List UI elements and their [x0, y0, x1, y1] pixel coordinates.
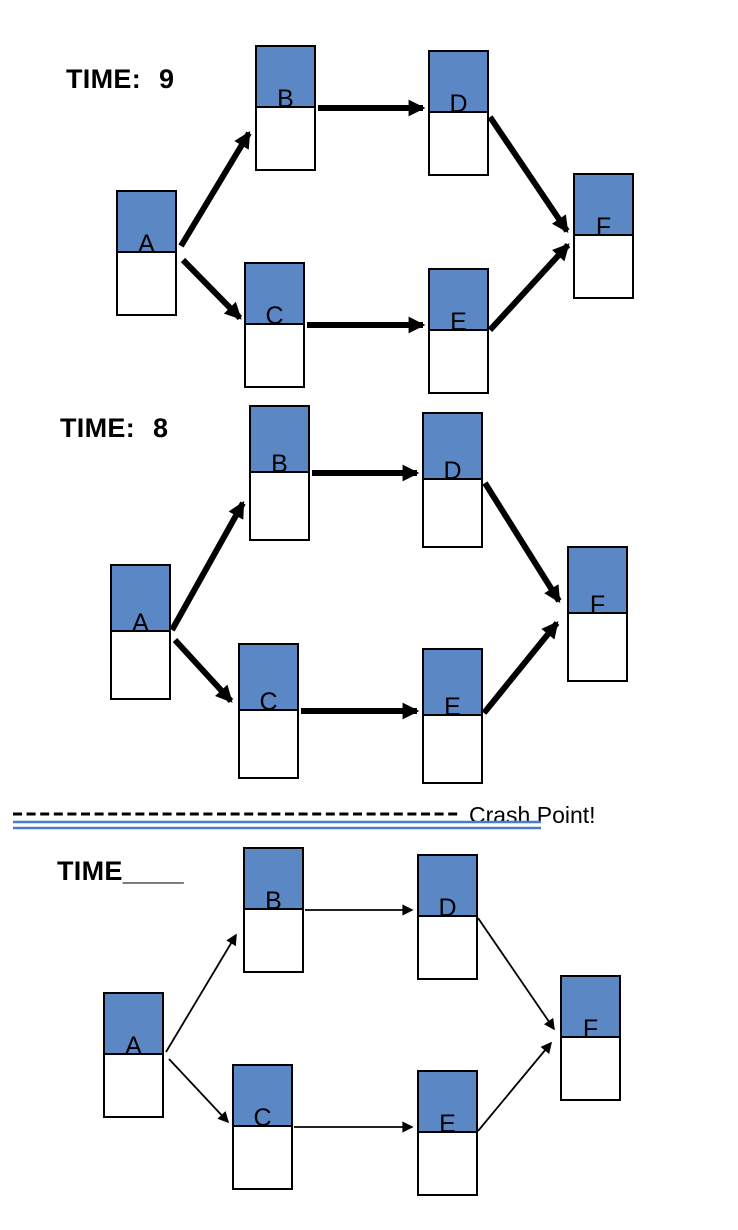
node-a-time9-label: A [138, 230, 155, 258]
node-c-time9-top-cell [246, 264, 303, 325]
node-b-time9-label: B [277, 85, 294, 113]
node-d-blank-top-cell [419, 856, 476, 917]
node-a-time9-top-cell [118, 192, 175, 253]
node-b-time8: B [249, 405, 310, 541]
node-a-time9: A [116, 190, 177, 316]
node-d-time9-top-cell [430, 52, 487, 113]
node-e-time9-label: E [450, 308, 467, 336]
node-a-blank: A [103, 992, 164, 1118]
node-f-time8: F [567, 546, 628, 682]
title-label: TIME [57, 856, 123, 886]
node-b-time8-top-cell [251, 407, 308, 473]
title-blank-line: ____ [122, 856, 184, 886]
node-d-blank: D [417, 854, 478, 980]
node-a-time8: A [110, 564, 171, 700]
diagram-title-time-9: TIME: 9 [66, 66, 174, 93]
node-b-time9: B [255, 45, 316, 171]
node-b-blank-top-cell [245, 849, 302, 910]
title-label: TIME: [66, 64, 141, 94]
node-e-time8: E [422, 648, 483, 784]
node-f-time8-top-cell [569, 548, 626, 614]
crash-point-label: Crash Point! [469, 802, 596, 828]
node-d-blank-label: D [438, 894, 457, 922]
node-c-time8-label: C [259, 688, 278, 716]
node-f-time8-label: F [589, 591, 606, 619]
node-c-time9: C [244, 262, 305, 388]
title-value: 8 [153, 413, 169, 443]
node-e-blank-label: E [439, 1110, 456, 1138]
node-c-blank-top-cell [234, 1066, 291, 1127]
node-d-time9-label: D [449, 90, 468, 118]
diagram-title-time-blank: TIME____ [57, 858, 184, 885]
node-c-time9-label: C [265, 302, 284, 330]
node-b-time8-label: B [271, 450, 288, 478]
node-c-time8: C [238, 643, 299, 779]
node-e-time9-top-cell [430, 270, 487, 331]
node-f-time9: F [573, 173, 634, 299]
node-e-time8-top-cell [424, 650, 481, 716]
node-e-time9: E [428, 268, 489, 394]
node-a-time8-label: A [132, 609, 149, 637]
title-label: TIME: [60, 413, 135, 443]
node-c-blank-label: C [253, 1104, 272, 1132]
node-f-time9-label: F [595, 213, 612, 241]
node-f-blank-label: F [582, 1015, 599, 1043]
node-d-time8-top-cell [424, 414, 481, 480]
node-a-time8-top-cell [112, 566, 169, 632]
node-e-blank-top-cell [419, 1072, 476, 1133]
title-value: 9 [159, 64, 175, 94]
node-d-time8-label: D [443, 457, 462, 485]
node-a-blank-top-cell [105, 994, 162, 1055]
node-b-time9-top-cell [257, 47, 314, 108]
node-d-time8: D [422, 412, 483, 548]
node-f-blank: F [560, 975, 621, 1101]
node-f-time9-top-cell [575, 175, 632, 236]
node-e-blank: E [417, 1070, 478, 1196]
node-f-blank-top-cell [562, 977, 619, 1038]
node-e-time8-label: E [444, 693, 461, 721]
diagram-title-time-8: TIME: 8 [60, 415, 168, 442]
node-d-time9: D [428, 50, 489, 176]
node-c-blank: C [232, 1064, 293, 1190]
node-a-blank-label: A [125, 1032, 142, 1060]
node-c-time8-top-cell [240, 645, 297, 711]
node-b-blank: B [243, 847, 304, 973]
node-b-blank-label: B [265, 887, 282, 915]
